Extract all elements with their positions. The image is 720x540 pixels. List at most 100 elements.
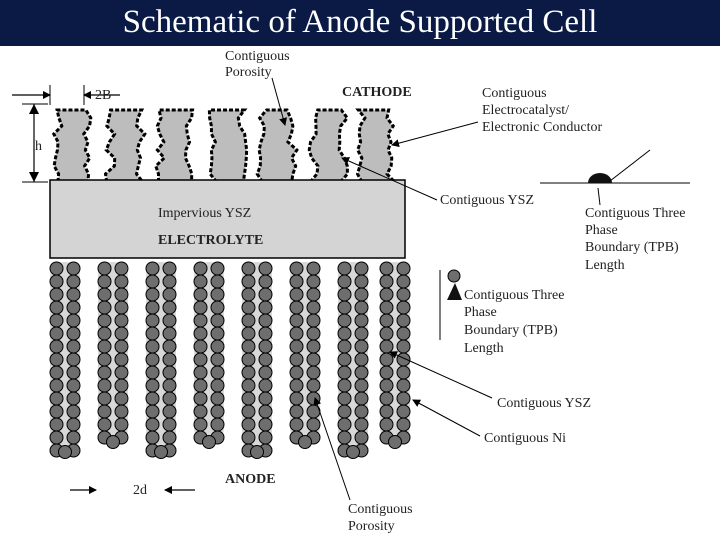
ni-particle [396, 365, 411, 380]
ni-particle [49, 417, 64, 432]
cathode-column [154, 108, 195, 184]
ni-particle [145, 300, 160, 315]
ni-particle [396, 417, 411, 432]
ni-particle [97, 378, 112, 393]
ni-particle [97, 300, 112, 315]
tpb-illustration-mid [439, 269, 462, 340]
ni-particle [306, 365, 321, 380]
ni-particle [396, 274, 411, 289]
ni-particle [162, 417, 177, 432]
ni-particle [193, 352, 208, 367]
anode-label: ANODE [225, 472, 276, 487]
ni-particle [193, 391, 208, 406]
ni-particle [114, 391, 129, 406]
cathode-label: CATHODE [342, 85, 412, 100]
ni-particle [258, 287, 273, 302]
ni-particle [241, 378, 256, 393]
ni-particle [49, 391, 64, 406]
ni-particle [210, 365, 225, 380]
ni-particle [162, 430, 177, 445]
ni-particle [210, 391, 225, 406]
ni-particle [346, 445, 360, 459]
ni-particle [114, 352, 129, 367]
ni-particle [241, 339, 256, 354]
contiguous-ni-label: Contiguous Ni [484, 431, 566, 446]
ni-particle [396, 326, 411, 341]
ni-particle [337, 326, 352, 341]
ni-particle [354, 352, 369, 367]
ni-particle [258, 326, 273, 341]
ni-particle [210, 326, 225, 341]
ni-particle [162, 300, 177, 315]
ni-particle [337, 391, 352, 406]
ni-particle [66, 261, 81, 276]
ni-particle [145, 352, 160, 367]
ni-particle [396, 404, 411, 419]
ni-particle [145, 339, 160, 354]
cathode-column [51, 108, 93, 184]
ni-particle [396, 300, 411, 315]
tpb-illustration-right [540, 149, 690, 184]
ni-particle [145, 274, 160, 289]
ni-particle [49, 352, 64, 367]
ni-particle [114, 378, 129, 393]
ni-particle [289, 274, 304, 289]
ni-particle [210, 352, 225, 367]
ni-particle [354, 417, 369, 432]
cathode-column [255, 108, 299, 184]
electrocatalyst-label: Contiguous Electrocatalyst/ Electronic C… [482, 86, 602, 135]
ni-particle [396, 287, 411, 302]
ni-particle [354, 404, 369, 419]
ni-particle [379, 365, 394, 380]
ni-particle [97, 391, 112, 406]
ni-particle [289, 378, 304, 393]
ni-particle [193, 417, 208, 432]
ni-particle [193, 365, 208, 380]
ni-particle [306, 300, 321, 315]
ni-particle [210, 287, 225, 302]
ni-particle [210, 300, 225, 315]
electrolyte-layer [49, 179, 406, 259]
ni-particle [114, 339, 129, 354]
ni-particle [49, 313, 64, 328]
ni-particle [396, 313, 411, 328]
ni-particle [354, 391, 369, 406]
ni-particle [49, 365, 64, 380]
ni-particle [306, 261, 321, 276]
ni-particle [162, 365, 177, 380]
ni-particle [396, 261, 411, 276]
ni-particle [162, 313, 177, 328]
ni-particle [66, 274, 81, 289]
ni-particle [337, 300, 352, 315]
ni-particle [396, 378, 411, 393]
ni-particle [97, 339, 112, 354]
ni-particle [337, 404, 352, 419]
ni-particle [258, 378, 273, 393]
ni-particle [162, 391, 177, 406]
ni-particle [66, 287, 81, 302]
ni-particle [162, 352, 177, 367]
ni-particle [97, 417, 112, 432]
ni-particle [354, 378, 369, 393]
cathode-column [355, 108, 399, 184]
ni-particle [258, 261, 273, 276]
ni-particle [306, 326, 321, 341]
ni-particle [306, 313, 321, 328]
ni-particle [258, 430, 273, 445]
ni-particle [354, 261, 369, 276]
ni-particle [388, 435, 402, 449]
ni-particle [379, 313, 394, 328]
ni-particle [193, 326, 208, 341]
ni-particle [193, 339, 208, 354]
ni-particle [306, 274, 321, 289]
ni-particle [337, 261, 352, 276]
ni-particle [114, 326, 129, 341]
ni-particle [337, 339, 352, 354]
ni-particle [379, 300, 394, 315]
ni-particle [66, 365, 81, 380]
ni-particle [97, 365, 112, 380]
top-porosity-label: Contiguous Porosity [225, 49, 293, 80]
ni-particle [145, 391, 160, 406]
ni-particle [396, 391, 411, 406]
